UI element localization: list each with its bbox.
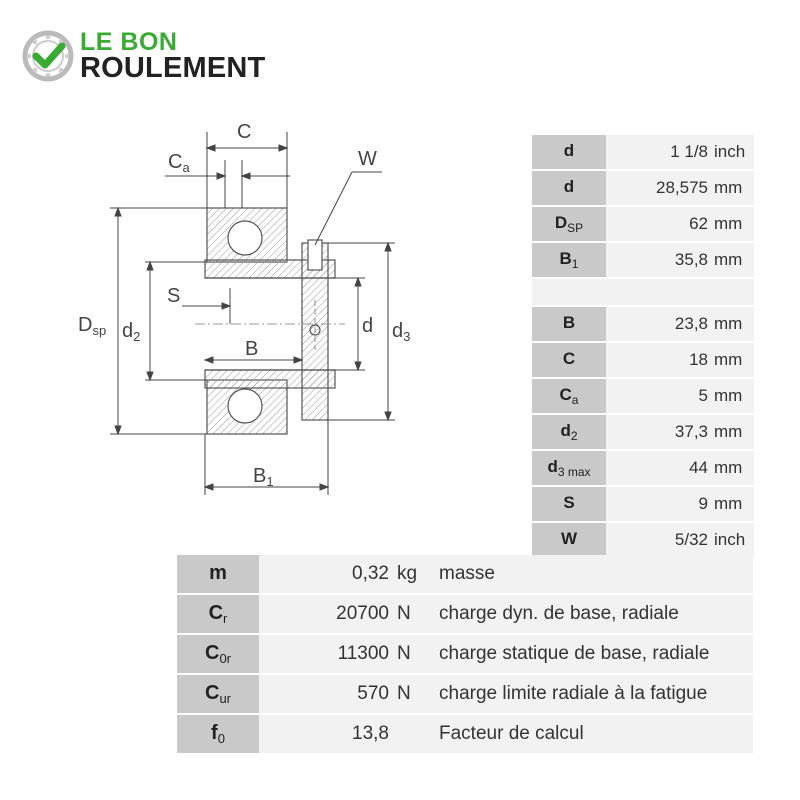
ball-top (227, 220, 263, 256)
prop-value: 13,8 (259, 715, 427, 753)
bearing-technical-drawing: C Ca W S B B1 Dsp d2 d d3 (78, 121, 410, 495)
label-b1: B1 (253, 465, 274, 489)
bearing-check-logo-icon (22, 30, 74, 82)
label-s: S (167, 285, 180, 307)
dim-key: d (532, 135, 606, 169)
dim-key: d2 (532, 415, 606, 449)
label-b: B (245, 338, 258, 360)
label-d2: d2 (122, 320, 140, 344)
label-ca: Ca (168, 151, 190, 175)
dim-key: C (532, 343, 606, 377)
ball-bottom (227, 388, 263, 424)
dim-key: W (532, 523, 606, 557)
label-w: W (358, 148, 377, 170)
prop-description: charge limite radiale à la fatigue (427, 675, 753, 713)
table-row: f0 13,8 Facteur de calcul (177, 715, 753, 753)
brand-logo: LE BON ROULEMENT (22, 26, 312, 86)
label-d: d (362, 315, 373, 337)
prop-description: masse (427, 555, 753, 593)
label-dsp: Dsp (78, 314, 106, 338)
prop-key: Cur (177, 675, 259, 713)
label-d3: d3 (392, 320, 410, 344)
prop-key: m (177, 555, 259, 593)
table-spacer (532, 279, 754, 305)
prop-key: C0r (177, 635, 259, 673)
brand-line1: LE BON (80, 28, 178, 56)
prop-description: charge dyn. de base, radiale (427, 595, 753, 633)
prop-key: Cr (177, 595, 259, 633)
brand-line2: ROULEMENT (80, 52, 266, 84)
dim-key: DSP (532, 207, 606, 241)
dim-key: d (532, 171, 606, 205)
dim-key: Ca (532, 379, 606, 413)
dim-key: B1 (532, 243, 606, 277)
prop-key: f0 (177, 715, 259, 753)
label-c: C (237, 121, 251, 143)
prop-description: Facteur de calcul (427, 715, 753, 753)
prop-description: charge statique de base, radiale (427, 635, 753, 673)
dim-key: S (532, 487, 606, 521)
dim-key: B (532, 307, 606, 341)
dim-key: d3 max (532, 451, 606, 485)
